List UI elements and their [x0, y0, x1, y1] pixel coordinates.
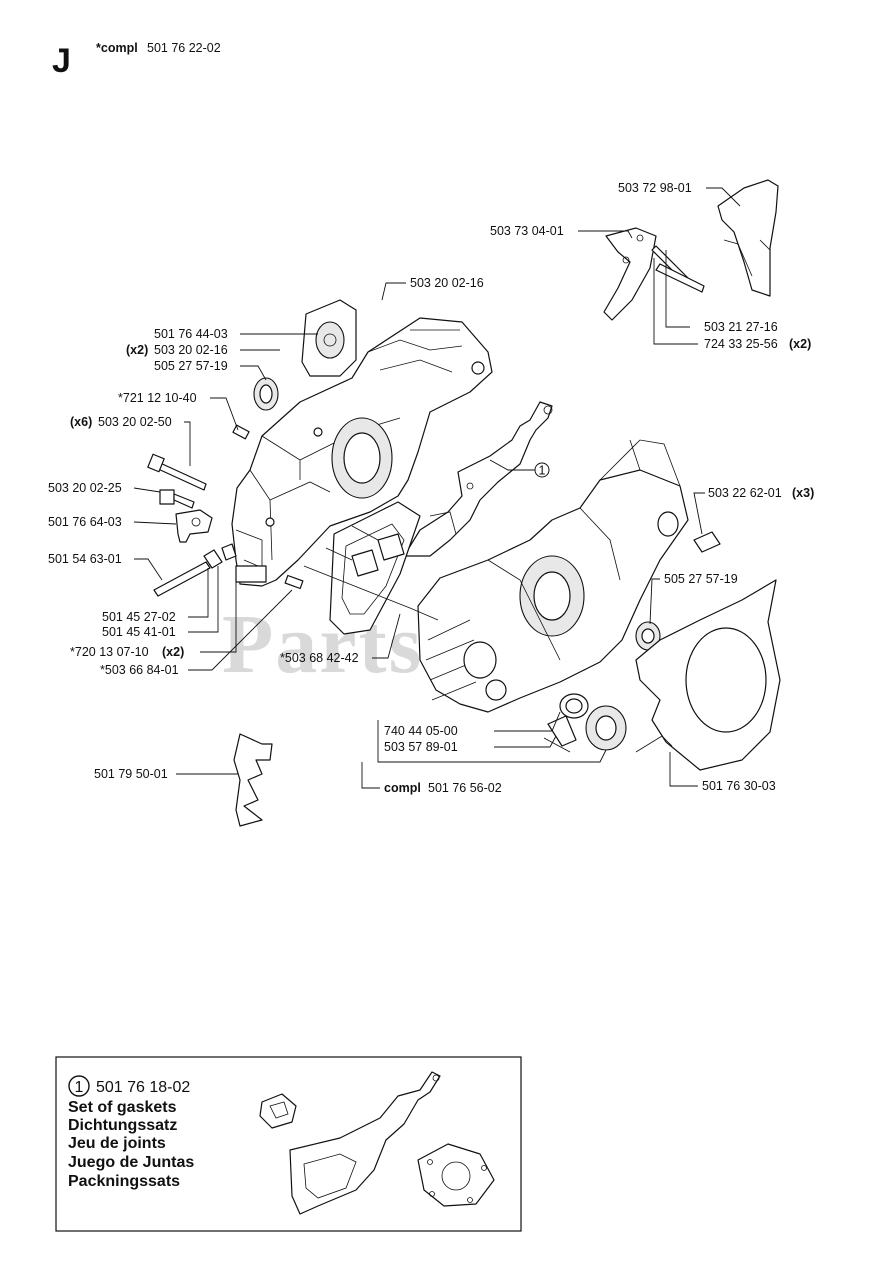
seal-right-drawing [635, 621, 661, 651]
oil-tank-cap-drawing [543, 693, 627, 753]
label-503-57-89-01: 503 57 89-01 [384, 740, 458, 754]
label-724-33-25-56-qty: (x2) [789, 337, 811, 351]
label-501-79-50-01: 501 79 50-01 [94, 767, 168, 781]
legend-name-de: Dichtungssatz [68, 1117, 177, 1134]
label-503-22-62-01: 503 22 62-01 [708, 486, 782, 500]
label-503-68-42-42: *503 68 42-42 [280, 651, 359, 665]
label-compl-prefix: compl [384, 781, 421, 795]
label-501-45-41-01: 501 45 41-01 [102, 625, 176, 639]
tube-drawing [284, 574, 304, 590]
bumper-spike-drawing [233, 733, 273, 827]
label-501-45-27-02: 501 45 27-02 [102, 610, 176, 624]
label-503-20-02-16: 503 20 02-16 [154, 343, 228, 357]
legend-small-gasket-drawing [259, 1093, 297, 1129]
seal-left-drawing [253, 377, 279, 411]
legend-callout: 1 [75, 1079, 84, 1096]
label-503-20-02-16-top: 503 20 02-16 [410, 276, 484, 290]
label-503-22-62-01-qty: (x3) [792, 486, 814, 500]
legend-part-number: 501 76 18-02 [96, 1079, 190, 1096]
leader-lines [133, 187, 741, 789]
label-503-21-27-16: 503 21 27-16 [704, 320, 778, 334]
chain-guard-plate-drawing [603, 227, 657, 321]
legend-name-en: Set of gaskets [68, 1099, 177, 1116]
gasket-drawing [403, 401, 553, 557]
callout-1: 1 [534, 462, 550, 478]
section-letter: J [52, 42, 71, 80]
label-505-27-57-19-left: 505 27 57-19 [154, 359, 228, 373]
long-bolt-drawing [147, 453, 207, 491]
label-501-76-30-03: 501 76 30-03 [702, 779, 776, 793]
crankcase-right-half-drawing [417, 439, 689, 713]
label-503-20-02-50: 503 20 02-50 [98, 415, 172, 429]
legend-name-fr: Jeu de joints [68, 1135, 166, 1152]
label-503-20-02-25: 503 20 02-25 [48, 481, 122, 495]
legend-round-gasket-drawing [417, 1143, 495, 1207]
oil-pump-cover-drawing [301, 299, 357, 377]
compl-prefix: *compl [96, 41, 138, 55]
part-labels: 503 72 98-01 503 73 04-01 503 21 27-16 7… [48, 181, 814, 795]
bumper-clip-drawing [693, 531, 721, 553]
label-501-76-44-03: 501 76 44-03 [154, 327, 228, 341]
label-720-13-07-10: *720 13 07-10 [70, 645, 149, 659]
screws-top-right-drawing [651, 245, 705, 293]
starter-cover-bracket-drawing [635, 579, 781, 771]
chain-tensioner-drawing [175, 509, 213, 543]
gasket-set-legend: 1 501 76 18-02 Set of gaskets Dichtungss… [55, 1056, 522, 1232]
label-501-76-56-02: 501 76 56-02 [428, 781, 502, 795]
legend-name-sv: Packningssats [68, 1173, 180, 1190]
legend-name-es: Juego de Juntas [68, 1154, 194, 1171]
label-503-73-04-01: 503 73 04-01 [490, 224, 564, 238]
label-501-76-64-03: 501 76 64-03 [48, 515, 122, 529]
legend-frame [55, 1056, 522, 1232]
label-503-66-84-01: *503 66 84-01 [100, 663, 179, 677]
label-720-13-07-10-qty: (x2) [162, 645, 184, 659]
wire-drawing [303, 565, 439, 621]
legend-main-gasket-drawing [289, 1071, 441, 1215]
label-740-44-05-00: 740 44 05-00 [384, 724, 458, 738]
label-503-72-98-01: 503 72 98-01 [618, 181, 692, 195]
screw-503-20-02-25-drawing [159, 489, 195, 509]
cylinder-cover-bracket-drawing [717, 179, 779, 297]
label-503-20-02-16-qty: (x2) [126, 343, 148, 357]
label-503-20-02-50-qty: (x6) [70, 415, 92, 429]
label-721-12-10-40: *721 12 10-40 [118, 391, 197, 405]
studs-drawing [325, 525, 405, 577]
compl-part-number: 501 76 22-02 [147, 41, 221, 55]
label-505-27-57-19-right: 505 27 57-19 [664, 572, 738, 586]
crankcase-left-half-drawing [231, 317, 493, 587]
callout-1-number: 1 [539, 464, 546, 478]
label-501-54-63-01: 501 54 63-01 [48, 552, 122, 566]
pin-drawing [232, 424, 250, 440]
adjuster-screw-drawing [153, 543, 237, 597]
label-724-33-25-56: 724 33 25-56 [704, 337, 778, 351]
